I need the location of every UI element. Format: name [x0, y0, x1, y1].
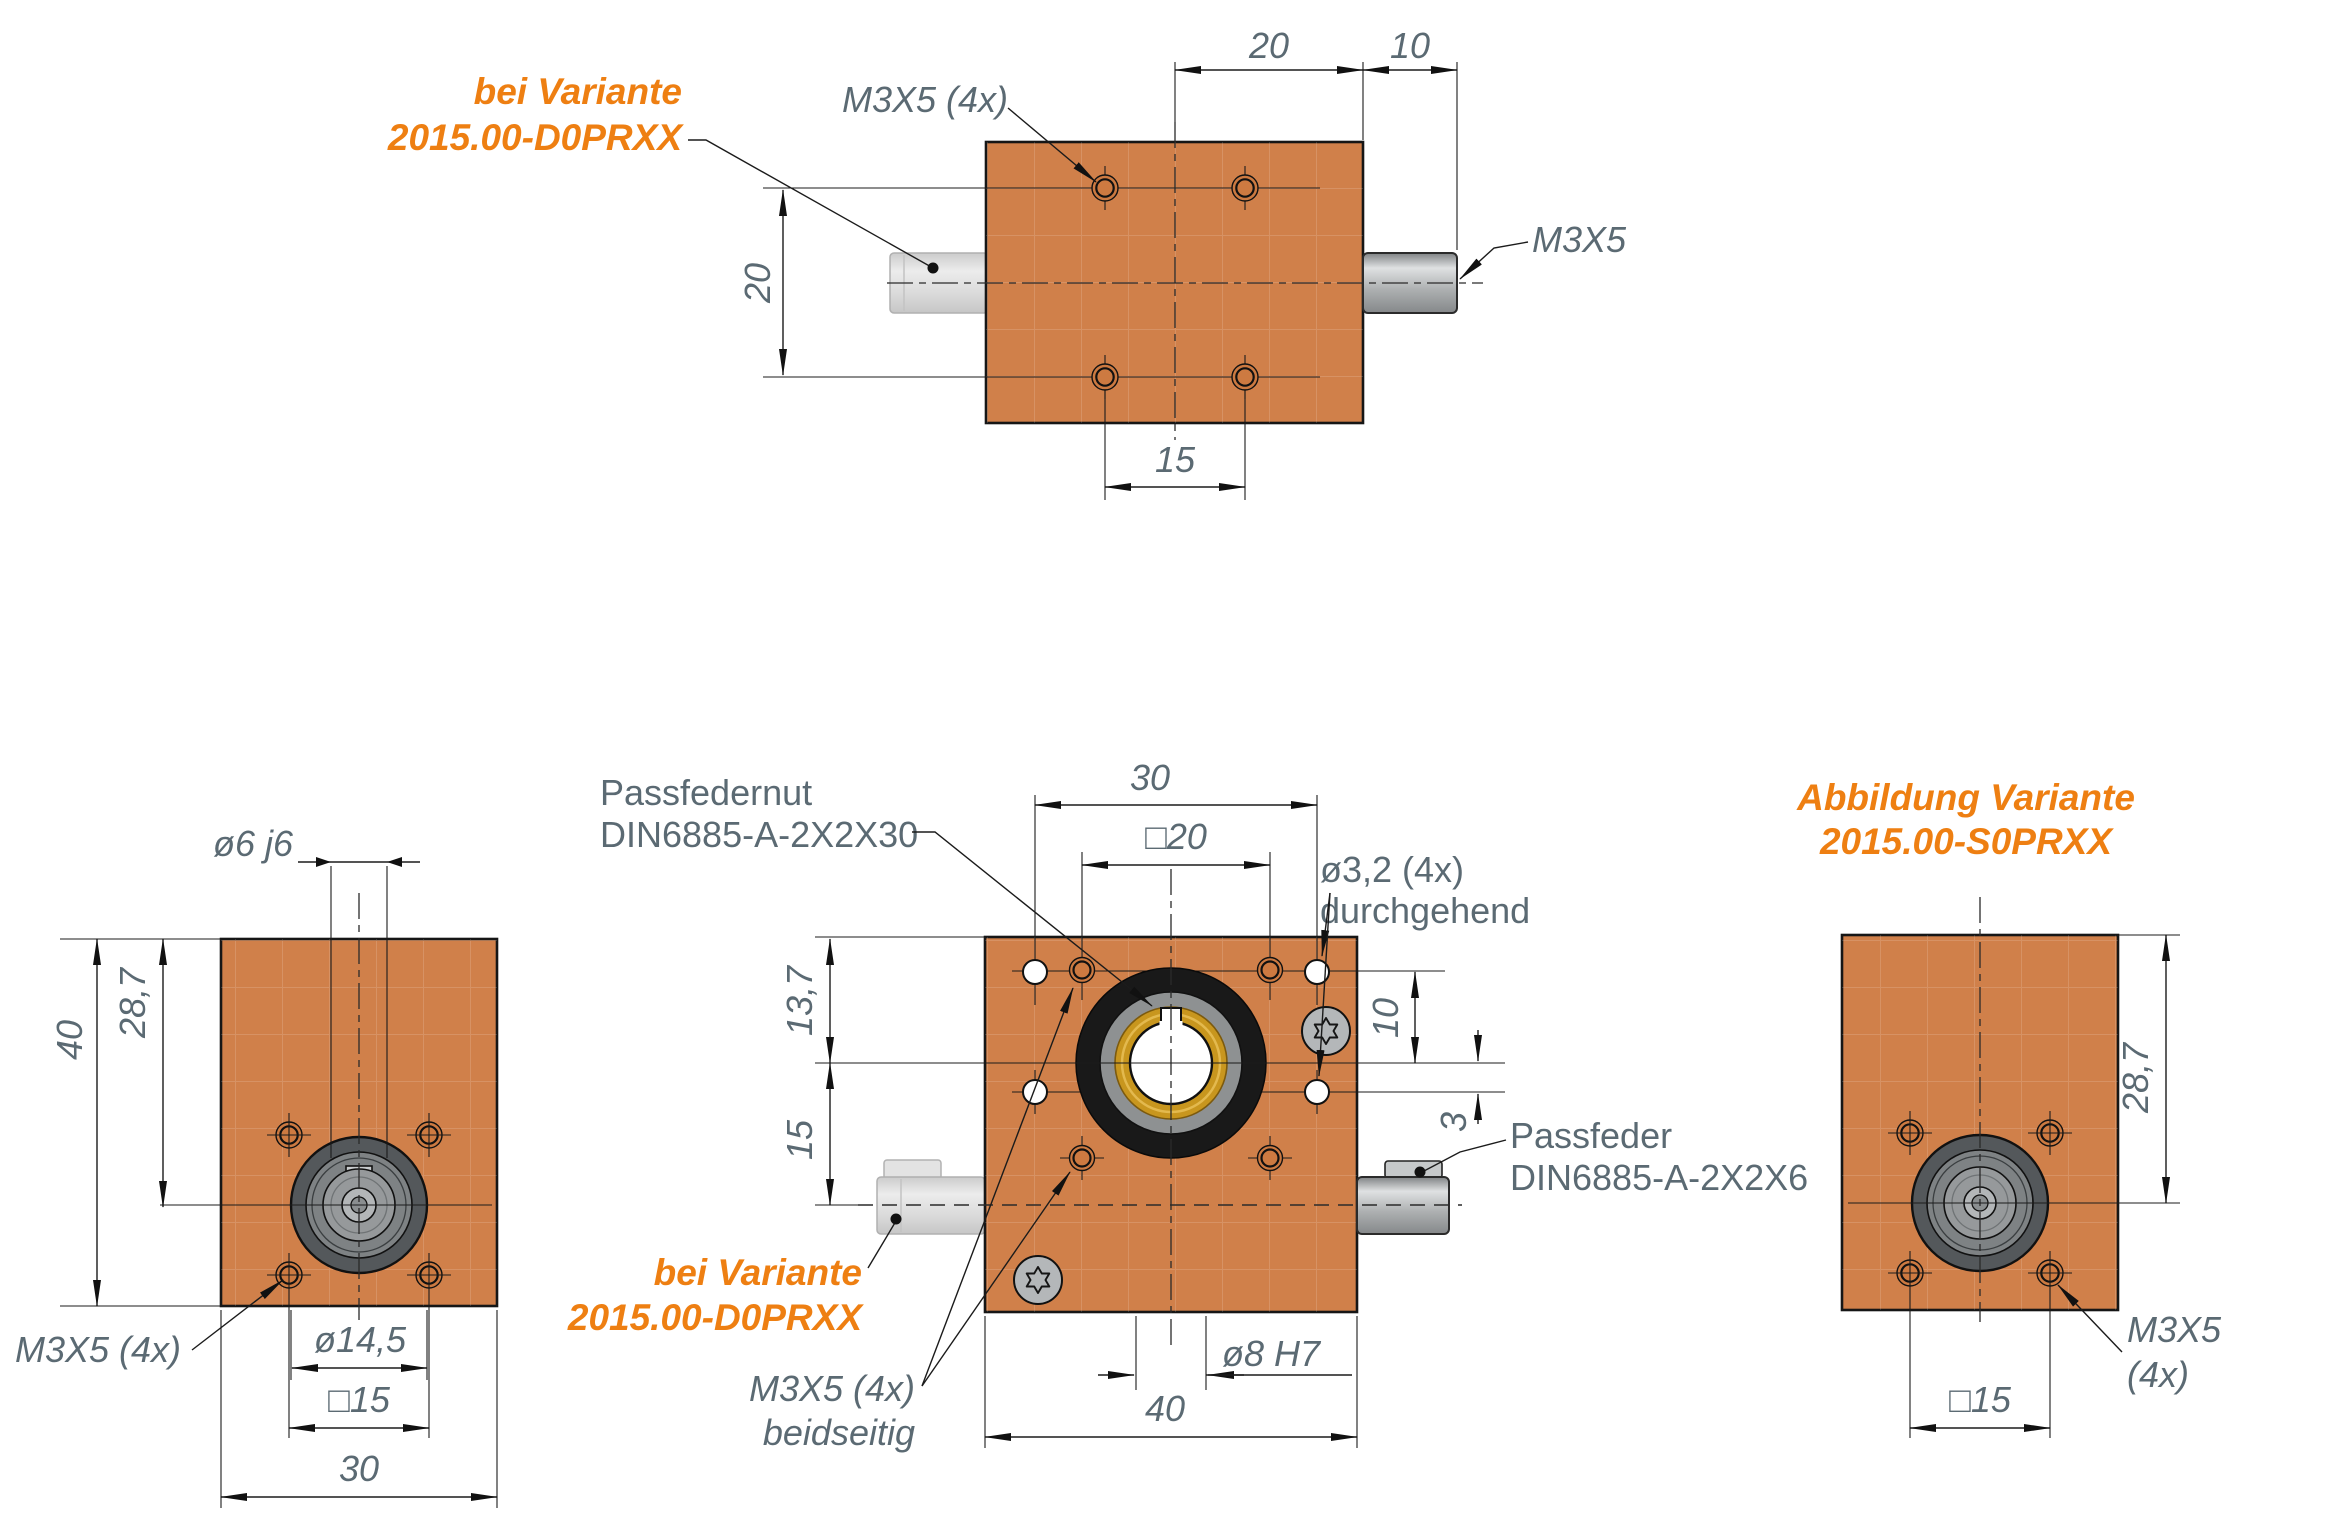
dim-30: 30 — [1130, 757, 1170, 798]
dim-square-15: □15 — [328, 1379, 391, 1420]
dimensions: ø6 j6 40 28,7 ø14,5 □15 30 — [49, 823, 498, 1501]
key-note-line1: Passfeder — [1510, 1115, 1672, 1156]
tapped-hole — [1256, 1144, 1284, 1172]
dim-square-20: □20 — [1145, 816, 1207, 857]
labels: Passfedernut DIN6885-A-2X2X30 ø3,2 (4x) … — [567, 772, 1808, 1453]
variant-note-line1: bei Variante — [474, 71, 682, 112]
variant-note-line2: 2015.00-D0PRXX — [387, 117, 684, 158]
dim-28-7: 28,7 — [2115, 1041, 2156, 1114]
dim-40: 40 — [49, 1020, 90, 1060]
through-holes — [1022, 959, 1330, 1105]
through-hole-note-line1: ø3,2 (4x) — [1320, 849, 1464, 890]
through-hole — [1022, 959, 1048, 985]
centerlines — [60, 866, 498, 1508]
torx-screw-icon — [1301, 1006, 1351, 1056]
shaft-dia-label: ø6 j6 — [213, 823, 294, 864]
dim-flange-dia: ø14,5 — [314, 1319, 407, 1360]
dim-3: 3 — [1433, 1112, 1474, 1132]
dimensions: 20 10 20 15 — [737, 25, 1458, 491]
top-view: 20 10 20 15 bei Variante 2015.00-D0PRXX … — [387, 25, 1627, 500]
variant-note-line2: 2015.00-D0PRXX — [567, 1297, 864, 1338]
dim-20-top: 20 — [1248, 25, 1289, 66]
left-side-view: ø6 j6 40 28,7 ø14,5 □15 30 M3X5 (4x) — [15, 823, 499, 1508]
centerlines — [887, 122, 1483, 440]
tapped-holes — [1091, 174, 1259, 391]
dim-15-bottom: 15 — [1155, 439, 1196, 480]
tapped-hole — [1256, 956, 1284, 984]
tapped-hole — [1231, 174, 1259, 202]
labels: bei Variante 2015.00-D0PRXX M3X5 (4x) M3… — [387, 71, 1627, 280]
dim-bore: ø8 H7 — [1222, 1333, 1322, 1374]
centerlines — [1848, 897, 2180, 1438]
tapped-hole — [1068, 1144, 1096, 1172]
keyway-note-line2: DIN6885-A-2X2X30 — [600, 814, 918, 855]
right-side-view: 28,7 □15 Abbildung Variante 2015.00-S0PR… — [1796, 777, 2222, 1438]
variant-note-line1: bei Variante — [654, 1252, 862, 1293]
dim-10: 10 — [1365, 998, 1406, 1038]
tapped-holes — [1068, 956, 1284, 1172]
thread-note-line2: beidseitig — [763, 1412, 915, 1453]
dimensions: 28,7 □15 — [1909, 934, 2170, 1432]
dim-10-top: 10 — [1390, 25, 1430, 66]
through-hole — [1304, 959, 1330, 985]
through-hole — [1304, 1079, 1330, 1105]
variant-note-line2: 2015.00-S0PRXX — [1819, 821, 2114, 862]
thread-note-line1: M3X5 — [2127, 1309, 2222, 1350]
dim-40: 40 — [1145, 1388, 1185, 1429]
variant-note-line1: Abbildung Variante — [1796, 777, 2135, 818]
key-note-line2: DIN6885-A-2X2X6 — [1510, 1157, 1808, 1198]
tapped-hole — [1091, 363, 1119, 391]
centerlines — [858, 869, 1505, 1345]
dim-28-7: 28,7 — [112, 966, 153, 1039]
tapped-hole — [1091, 174, 1119, 202]
dim-square-15: □15 — [1949, 1379, 2012, 1420]
dim-15: 15 — [779, 1119, 820, 1160]
dim-20-left: 20 — [737, 263, 778, 304]
labels: M3X5 (4x) — [15, 1279, 284, 1370]
labels: Abbildung Variante 2015.00-S0PRXX M3X5 (… — [1796, 777, 2222, 1395]
through-hole-note-line2: durchgehend — [1320, 890, 1530, 931]
dim-13-7: 13,7 — [779, 964, 820, 1036]
thread-label: M3X5 (4x) — [842, 79, 1008, 120]
front-view: 30 □20 13,7 15 10 3 ø8 H7 40 Passfedernu… — [567, 757, 1808, 1453]
tapped-hole — [1068, 956, 1096, 984]
thread-note-line2: (4x) — [2127, 1354, 2189, 1395]
thread-label: M3X5 (4x) — [15, 1329, 181, 1370]
thread-note-line1: M3X5 (4x) — [749, 1368, 915, 1409]
tapped-hole — [1231, 363, 1259, 391]
keyway-note-line1: Passfedernut — [600, 772, 812, 813]
through-hole — [1022, 1079, 1048, 1105]
tapped-holes — [1888, 1111, 2072, 1295]
dim-30: 30 — [339, 1448, 379, 1489]
torx-screw-icon — [1013, 1255, 1063, 1305]
shaft-thread-label: M3X5 — [1532, 219, 1627, 260]
output-shaft-with-key — [1356, 1160, 1450, 1235]
dimensions: 30 □20 13,7 15 10 3 ø8 H7 40 — [779, 757, 1482, 1441]
